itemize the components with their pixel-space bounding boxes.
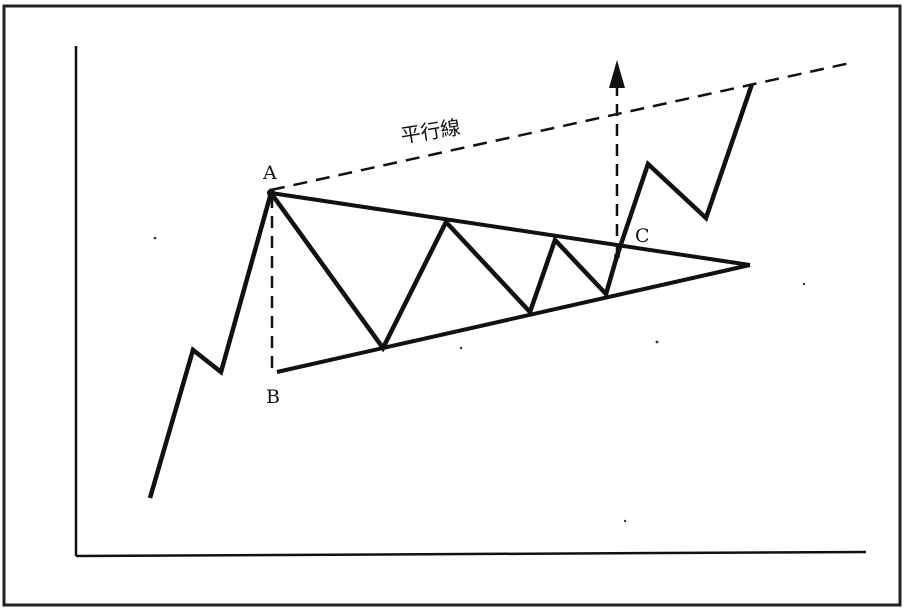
parallel-line-label: 平行線 (399, 115, 462, 148)
price-path (147, 83, 755, 499)
point-c-label: C (635, 225, 650, 247)
lower-trendline (276, 263, 751, 374)
upper-trendline (270, 191, 751, 267)
speck (655, 340, 659, 344)
x-axis (75, 550, 867, 558)
point-c-marker (614, 253, 620, 259)
parallel-dashed-line (270, 61, 851, 192)
outer-frame (2, 4, 902, 607)
speck (459, 346, 463, 350)
speck (623, 519, 627, 523)
speck (153, 236, 157, 240)
point-b-label: B (266, 386, 280, 408)
point-a-label: A (262, 162, 277, 184)
speck (802, 282, 806, 286)
target-arrow-icon (609, 60, 625, 88)
point-a-marker (267, 189, 275, 197)
